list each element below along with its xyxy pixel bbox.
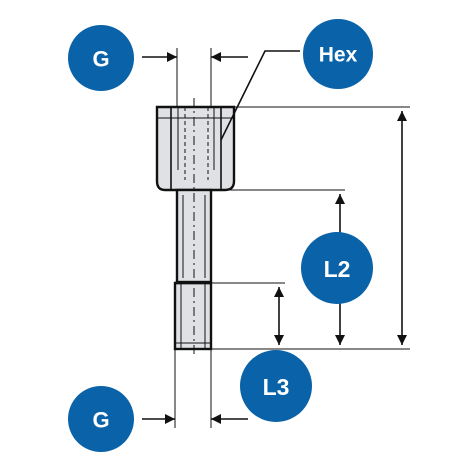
dimensions xyxy=(142,48,410,428)
part-drawing xyxy=(155,98,236,358)
badge-l2: L2 xyxy=(301,232,373,304)
badge-g-bottom: G xyxy=(68,386,134,452)
badge-hex: Hex xyxy=(303,19,373,89)
badge-g-bottom-label: G xyxy=(92,408,109,433)
badge-g-top-label: G xyxy=(92,47,109,72)
badge-l3: L3 xyxy=(240,350,312,422)
badge-g-top: G xyxy=(68,25,134,91)
badge-hex-label: Hex xyxy=(319,44,358,67)
hex-leader xyxy=(220,50,300,141)
threaded-stud xyxy=(173,281,213,351)
badge-l3-label: L3 xyxy=(263,374,290,400)
badge-l2-label: L2 xyxy=(324,256,351,282)
hex-head xyxy=(155,105,236,192)
